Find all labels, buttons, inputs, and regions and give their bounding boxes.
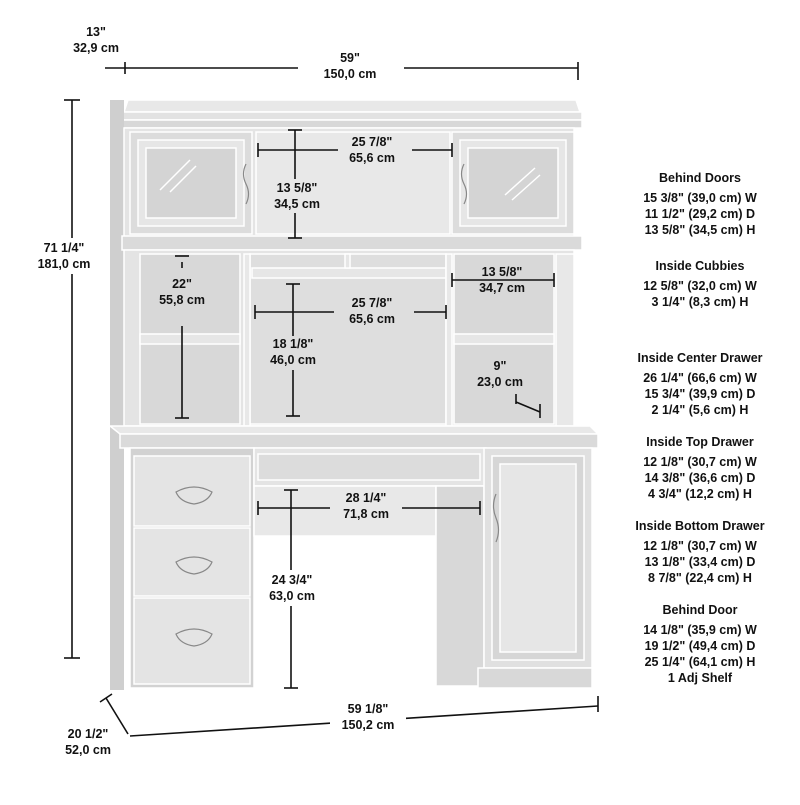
spec-title: Inside Cubbies (655, 259, 745, 273)
spec-line: 12 1/8" (30,7 cm) W (643, 539, 757, 553)
right-cubby-width-cm: 34,7 cm (479, 281, 525, 295)
base-depth-cm: 52,0 cm (65, 743, 111, 757)
door-hinge-icon (492, 493, 500, 543)
drawer-pull-icon (175, 628, 213, 647)
spec-line: 26 1/4" (66,6 cm) W (643, 371, 757, 385)
center-open-height-cm: 46,0 cm (270, 353, 316, 367)
spec-line: 8 7/8" (22,4 cm) H (648, 571, 752, 585)
hutch-door-height-in: 13 5/8" (277, 181, 318, 195)
spec-title: Behind Doors (659, 171, 741, 185)
top-depth-cm: 32,9 cm (73, 41, 119, 55)
center-open-width-in: 25 7/8" (352, 296, 393, 310)
spec-inside-top-drawer: Inside Top Drawer 12 1/8" (30,7 cm) W 14… (610, 434, 790, 502)
spec-line: 13 5/8" (34,5 cm) H (644, 223, 756, 237)
height-in: 71 1/4" (44, 241, 85, 255)
spec-line: 19 1/2" (49,4 cm) D (644, 639, 756, 653)
shelf-depth-cm: 23,0 cm (477, 375, 523, 389)
spec-inside-center-drawer: Inside Center Drawer 26 1/4" (66,6 cm) W… (610, 350, 790, 418)
knee-width-cm: 71,8 cm (343, 507, 389, 521)
spec-title: Inside Top Drawer (646, 435, 754, 449)
knee-width-in: 28 1/4" (346, 491, 387, 505)
spec-title: Behind Door (662, 603, 738, 617)
hutch-center-width-cm: 65,6 cm (349, 151, 395, 165)
drawer-pull-icon (175, 486, 213, 505)
spec-inside-cubbies: Inside Cubbies 12 5/8" (32,0 cm) W 3 1/4… (610, 258, 790, 310)
hutch-center-width-in: 25 7/8" (352, 135, 393, 149)
drawer-pull-icon (175, 556, 213, 575)
base-width-in: 59 1/8" (348, 702, 389, 716)
spec-line: 4 3/4" (12,2 cm) H (648, 487, 752, 501)
handle-icons (175, 163, 500, 647)
base-depth-in: 20 1/2" (68, 727, 109, 741)
desk (107, 425, 600, 689)
spec-line: 13 1/8" (33,4 cm) D (644, 555, 756, 569)
hutch-door-height-cm: 34,5 cm (274, 197, 320, 211)
spec-line: 12 5/8" (32,0 cm) W (643, 279, 757, 293)
spec-title: Inside Bottom Drawer (635, 519, 765, 533)
spec-line: 1 Adj Shelf (667, 671, 733, 685)
spec-line: 15 3/8" (39,0 cm) W (643, 191, 757, 205)
spec-line: 14 1/8" (35,9 cm) W (643, 623, 757, 637)
dimension-labels: 59" 150,0 cm 13" 32,9 cm 71 1/4" 181,0 c… (26, 25, 525, 757)
spec-behind-doors: Behind Doors 15 3/8" (39,0 cm) W 11 1/2"… (610, 170, 790, 238)
base-width-cm: 150,2 cm (342, 718, 395, 732)
top-width-cm: 150,0 cm (324, 67, 377, 81)
left-cubby-height-cm: 55,8 cm (159, 293, 205, 307)
center-open-height-in: 18 1/8" (273, 337, 314, 351)
spec-line: 2 1/4" (5,6 cm) H (651, 403, 749, 417)
spec-line: 14 3/8" (36,6 cm) D (644, 471, 756, 485)
knee-height-cm: 63,0 cm (269, 589, 315, 603)
spec-line: 3 1/4" (8,3 cm) H (651, 295, 749, 309)
shelf-depth-in: 9" (494, 359, 507, 373)
spec-behind-door: Behind Door 14 1/8" (35,9 cm) W 19 1/2" … (610, 602, 790, 686)
door-hinge-icon (242, 163, 250, 205)
spec-title: Inside Center Drawer (637, 351, 763, 365)
spec-line: 12 1/8" (30,7 cm) W (643, 455, 757, 469)
spec-line: 25 1/4" (64,1 cm) H (644, 655, 756, 669)
spec-inside-bottom-drawer: Inside Bottom Drawer 12 1/8" (30,7 cm) W… (610, 518, 790, 586)
top-width-in: 59" (340, 51, 360, 65)
left-cubby-height-in: 22" (172, 277, 192, 291)
spec-line: 15 3/4" (39,9 cm) D (644, 387, 756, 401)
height-cm: 181,0 cm (38, 257, 91, 271)
top-depth-in: 13" (86, 25, 106, 39)
right-cubby-width-in: 13 5/8" (482, 265, 523, 279)
spec-line: 11 1/2" (29,2 cm) D (644, 207, 756, 221)
door-hinge-icon (460, 163, 468, 205)
center-open-width-cm: 65,6 cm (349, 312, 395, 326)
knee-height-in: 24 3/4" (272, 573, 313, 587)
